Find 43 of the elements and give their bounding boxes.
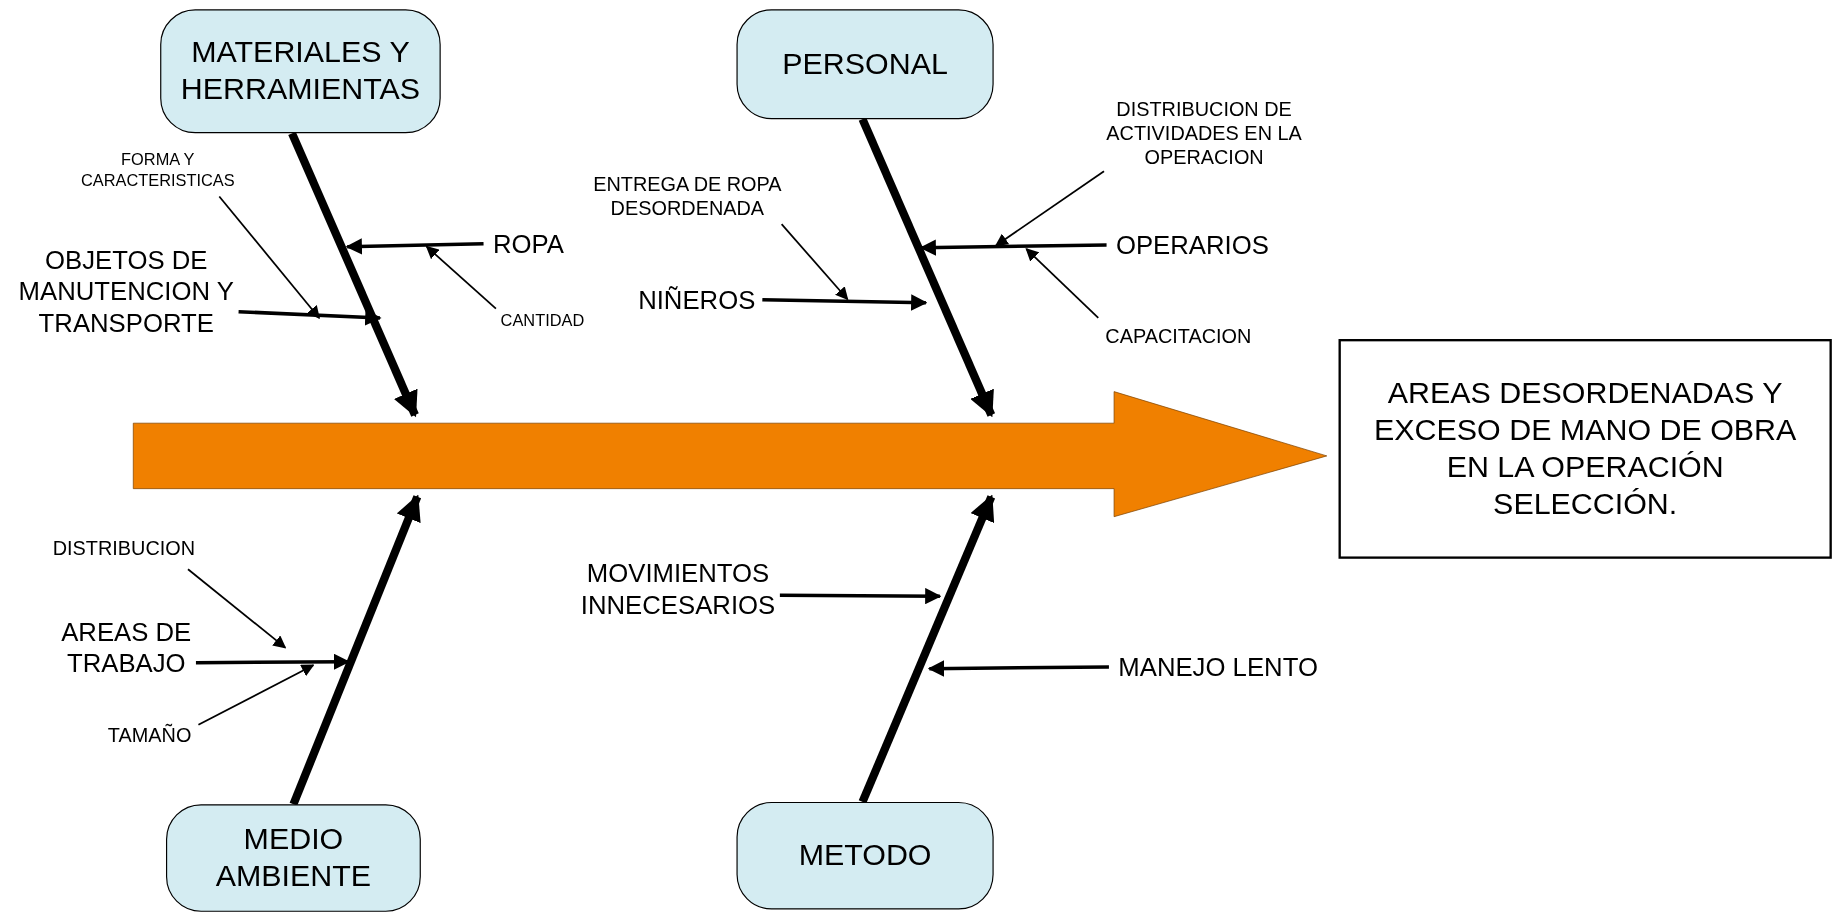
arrow: [345, 238, 484, 255]
node-text: METODO: [798, 837, 932, 875]
node-text: DISTRIBUCION: [52, 537, 196, 560]
category-box: [736, 801, 994, 910]
node-text: OBJETOS DE MANUTENCION Y TRANSPORTE: [18, 245, 234, 338]
arrow: [919, 239, 1107, 256]
node-text: MATERIALES Y HERRAMIENTAS: [179, 34, 422, 109]
arrow: [289, 494, 422, 806]
arrow: [762, 294, 928, 311]
arrow: [994, 170, 1105, 247]
node-text: ENTREGA DE ROPA DESORDENADA: [593, 173, 782, 220]
node-text: OPERARIOS: [1115, 230, 1269, 260]
node-text: PERSONAL: [782, 45, 948, 83]
node-text: ROPA: [492, 229, 564, 259]
node-text: AREAS DESORDENADAS Y EXCESO DE MANO DE OBRA EN LA OPERACIÓN SELECCIÓN.: [1373, 374, 1798, 524]
node-text: CANTIDAD: [500, 310, 585, 330]
arrow: [1025, 248, 1100, 319]
node-text: TAMAÑO: [107, 724, 192, 747]
node-text: AREAS DE TRABAJO: [61, 617, 192, 678]
arrow: [218, 195, 320, 319]
node-text: MEDIO AMBIENTE: [214, 820, 373, 896]
arrow: [858, 117, 996, 418]
arrow: [425, 245, 497, 310]
node-text: MOVIMIENTOS INNECESARIOS: [580, 558, 776, 620]
arrow: [858, 494, 996, 804]
category-box: [166, 804, 421, 912]
arrow: [780, 223, 849, 301]
node-text: CAPACITACION: [1105, 325, 1252, 348]
arrow: [288, 131, 419, 418]
arrow: [238, 309, 382, 326]
node-text: FORMA Y CARACTERISTICAS: [80, 149, 235, 190]
spine-arrow: [132, 391, 1328, 518]
node-text: DISTRIBUCION DE ACTIVIDADES EN LA OPERACION: [1106, 98, 1302, 169]
arrow: [197, 664, 315, 726]
effect-box: [1338, 339, 1832, 559]
arrow: [187, 568, 287, 649]
category-box: [160, 9, 441, 134]
arrow: [195, 653, 350, 670]
category-box: [736, 9, 994, 120]
arrow: [779, 587, 942, 605]
node-text: MANEJO LENTO: [1118, 652, 1318, 682]
node-text: NIÑEROS: [638, 285, 756, 315]
arrow: [927, 660, 1109, 677]
